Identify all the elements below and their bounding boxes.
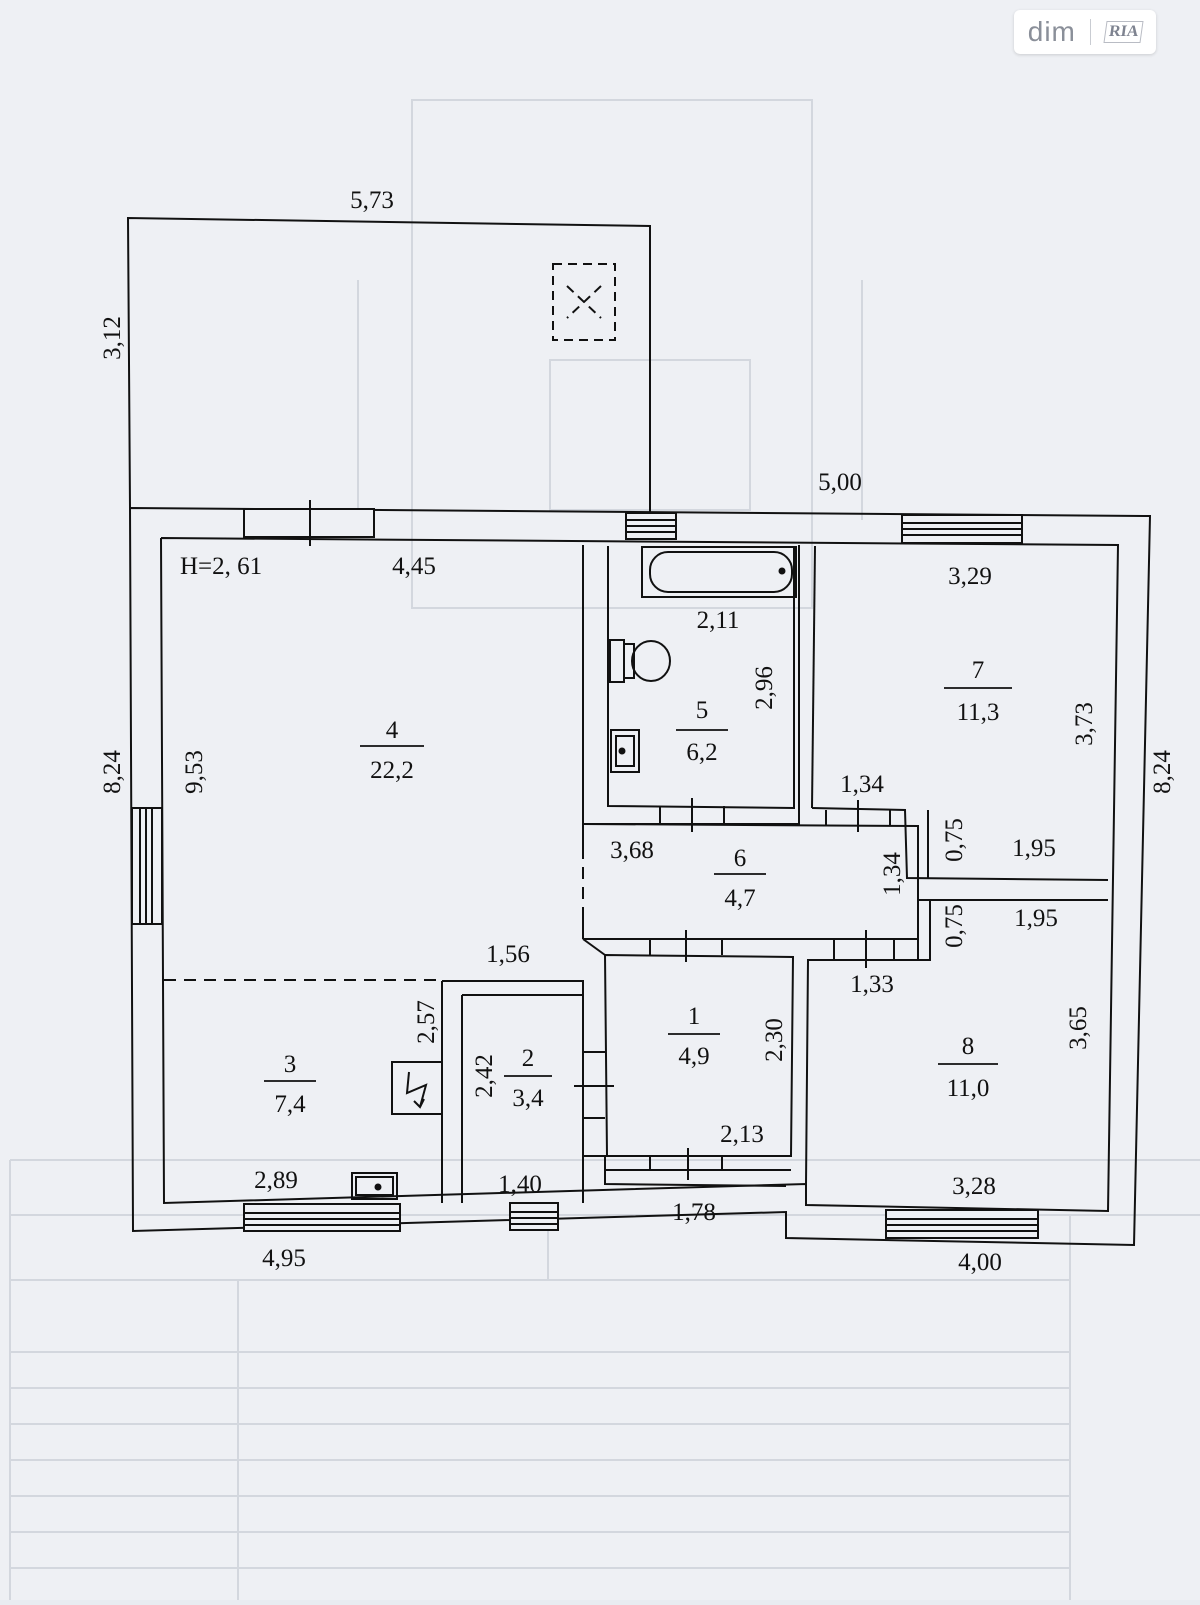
skylight-marker xyxy=(552,263,616,341)
dim-room6-width: 1,34 xyxy=(879,852,906,896)
dim-gap-195-top: 1,95 xyxy=(1012,835,1056,862)
room-area: 22,2 xyxy=(370,757,414,784)
room-area: 4,9 xyxy=(678,1043,709,1070)
dim-gap-195-bottom: 1,95 xyxy=(1014,905,1058,932)
room-number: 7 xyxy=(972,657,985,684)
dim-bottom-mid: 1,78 xyxy=(672,1199,716,1226)
electrical-panel-icon xyxy=(391,1061,443,1115)
door-ticks xyxy=(243,500,895,1180)
room-area: 3,4 xyxy=(512,1085,544,1112)
dim-room3-width: 2,89 xyxy=(254,1167,298,1194)
exterior-walls xyxy=(129,507,1152,1247)
dim-room8-width: 3,28 xyxy=(952,1173,996,1200)
dimension-labels: 5,73 5,00 4,45 2,11 3,29 1,34 1,95 3,68 … xyxy=(254,187,1058,1276)
room-area: 4,7 xyxy=(724,885,755,912)
dim-room8-length: 3,65 xyxy=(1065,1006,1092,1050)
dim-room3-257: 2,57 xyxy=(413,1000,440,1044)
logo-divider xyxy=(1089,19,1091,45)
logo-ria-text: RIA xyxy=(1103,21,1144,43)
room-label-8: 8 11,0 xyxy=(938,1033,998,1102)
room-label-4: 4 22,2 xyxy=(360,717,424,784)
dim-left-outer: 8,24 xyxy=(99,750,126,794)
room-area: 7,4 xyxy=(274,1091,306,1118)
dim-room5-width: 2,11 xyxy=(697,607,740,634)
dim-room7-length: 3,73 xyxy=(1071,702,1098,746)
vertical-dimension-labels: 3,12 8,24 9,53 2,96 3,73 8,24 0,75 1,34 … xyxy=(99,316,1176,1098)
room-labels: 4 22,2 5 6,2 7 11,3 6 4,7 3 xyxy=(264,657,1012,1118)
room-label-1: 1 4,9 xyxy=(668,1003,720,1070)
room-area: 11,3 xyxy=(957,699,1000,726)
kitchen-sink xyxy=(351,1172,398,1200)
dim-wall-133: 1,33 xyxy=(850,971,894,998)
dim-room7-width: 3,29 xyxy=(948,563,992,590)
dim-gap-075-bottom: 0,75 xyxy=(941,904,968,948)
dim-room1-width: 2,13 xyxy=(720,1121,764,1148)
room-number: 4 xyxy=(386,717,399,744)
dim-top-terrace: 5,73 xyxy=(350,187,394,214)
room-number: 6 xyxy=(734,845,747,872)
room-label-7: 7 11,3 xyxy=(944,657,1012,726)
room-label-6: 6 4,7 xyxy=(714,845,766,912)
dim-room2-width: 1,40 xyxy=(498,1171,542,1198)
dim-room4-length: 9,53 xyxy=(181,750,208,794)
toilet xyxy=(609,639,671,683)
room-label-3: 3 7,4 xyxy=(264,1051,316,1118)
dim-bottom-left: 4,95 xyxy=(262,1245,306,1272)
dim-left-terrace: 3,12 xyxy=(99,316,126,360)
room-area: 6,2 xyxy=(686,739,717,766)
washbasin xyxy=(610,729,640,773)
ceiling-height-note: H=2, 61 xyxy=(180,553,262,580)
room-number: 5 xyxy=(696,697,709,724)
room-number: 2 xyxy=(522,1045,535,1072)
dim-gap-075-top: 0,75 xyxy=(941,818,968,862)
dim-room5-length: 2,96 xyxy=(751,666,778,710)
dim-room1-length: 2,30 xyxy=(761,1018,788,1062)
room-area: 11,0 xyxy=(947,1075,990,1102)
windows xyxy=(131,512,1039,1239)
terrace-outline xyxy=(126,216,651,516)
room-number: 1 xyxy=(688,1003,701,1030)
dim-room4-width: 4,45 xyxy=(392,553,436,580)
room-number: 8 xyxy=(962,1033,975,1060)
room-number: 3 xyxy=(284,1051,297,1078)
dim-room2-length: 2,42 xyxy=(471,1054,498,1098)
dim-top-right: 5,00 xyxy=(818,469,862,496)
dim-ria-logo[interactable]: dim RIA xyxy=(1014,10,1156,54)
room-label-2: 2 3,4 xyxy=(504,1045,552,1112)
room-label-5: 5 6,2 xyxy=(676,697,728,766)
dim-room6-length: 3,68 xyxy=(610,837,654,864)
bathtub xyxy=(641,546,797,598)
dim-bottom-right: 4,00 xyxy=(958,1249,1002,1276)
logo-dim-text: dim xyxy=(1027,16,1076,47)
dim-hall-156: 1,56 xyxy=(486,941,530,968)
dim-wall-134-top: 1,34 xyxy=(840,771,884,798)
dim-right-outer: 8,24 xyxy=(1149,750,1176,794)
zone-boundaries xyxy=(164,847,584,981)
